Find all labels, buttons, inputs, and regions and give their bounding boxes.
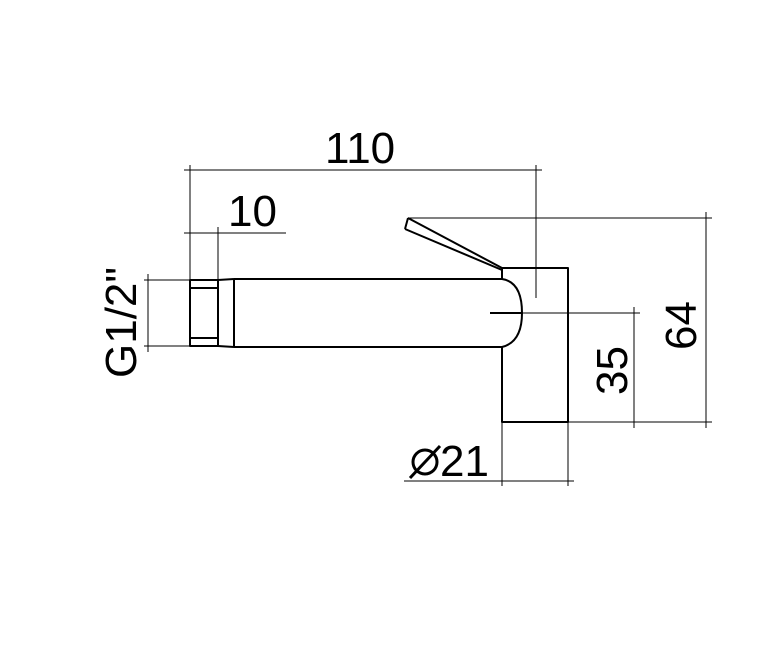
overall-length-label: 110 bbox=[325, 124, 395, 173]
diameter-symbol-icon bbox=[408, 444, 442, 480]
axis-height-label: 35 bbox=[588, 346, 637, 395]
thread-size-label: G1/2" bbox=[97, 267, 146, 378]
dimension-body-diameter: 21 bbox=[404, 422, 574, 486]
vertical-body bbox=[501, 267, 569, 423]
dimension-axis-height: 35 bbox=[522, 307, 640, 428]
lever-handle bbox=[404, 217, 503, 271]
dimension-thread-length: 10 bbox=[184, 187, 286, 280]
dimension-thread-size: G1/2" bbox=[97, 267, 190, 378]
dimension-overall-length: 110 bbox=[184, 124, 542, 298]
overall-height-label: 64 bbox=[657, 301, 706, 350]
threaded-connector bbox=[189, 278, 235, 348]
dimension-overall-height: 64 bbox=[408, 212, 712, 428]
spout-outline bbox=[189, 217, 569, 423]
body-diameter-label: 21 bbox=[440, 437, 489, 486]
thread-length-label: 10 bbox=[228, 187, 277, 236]
spout-tube bbox=[233, 278, 523, 348]
